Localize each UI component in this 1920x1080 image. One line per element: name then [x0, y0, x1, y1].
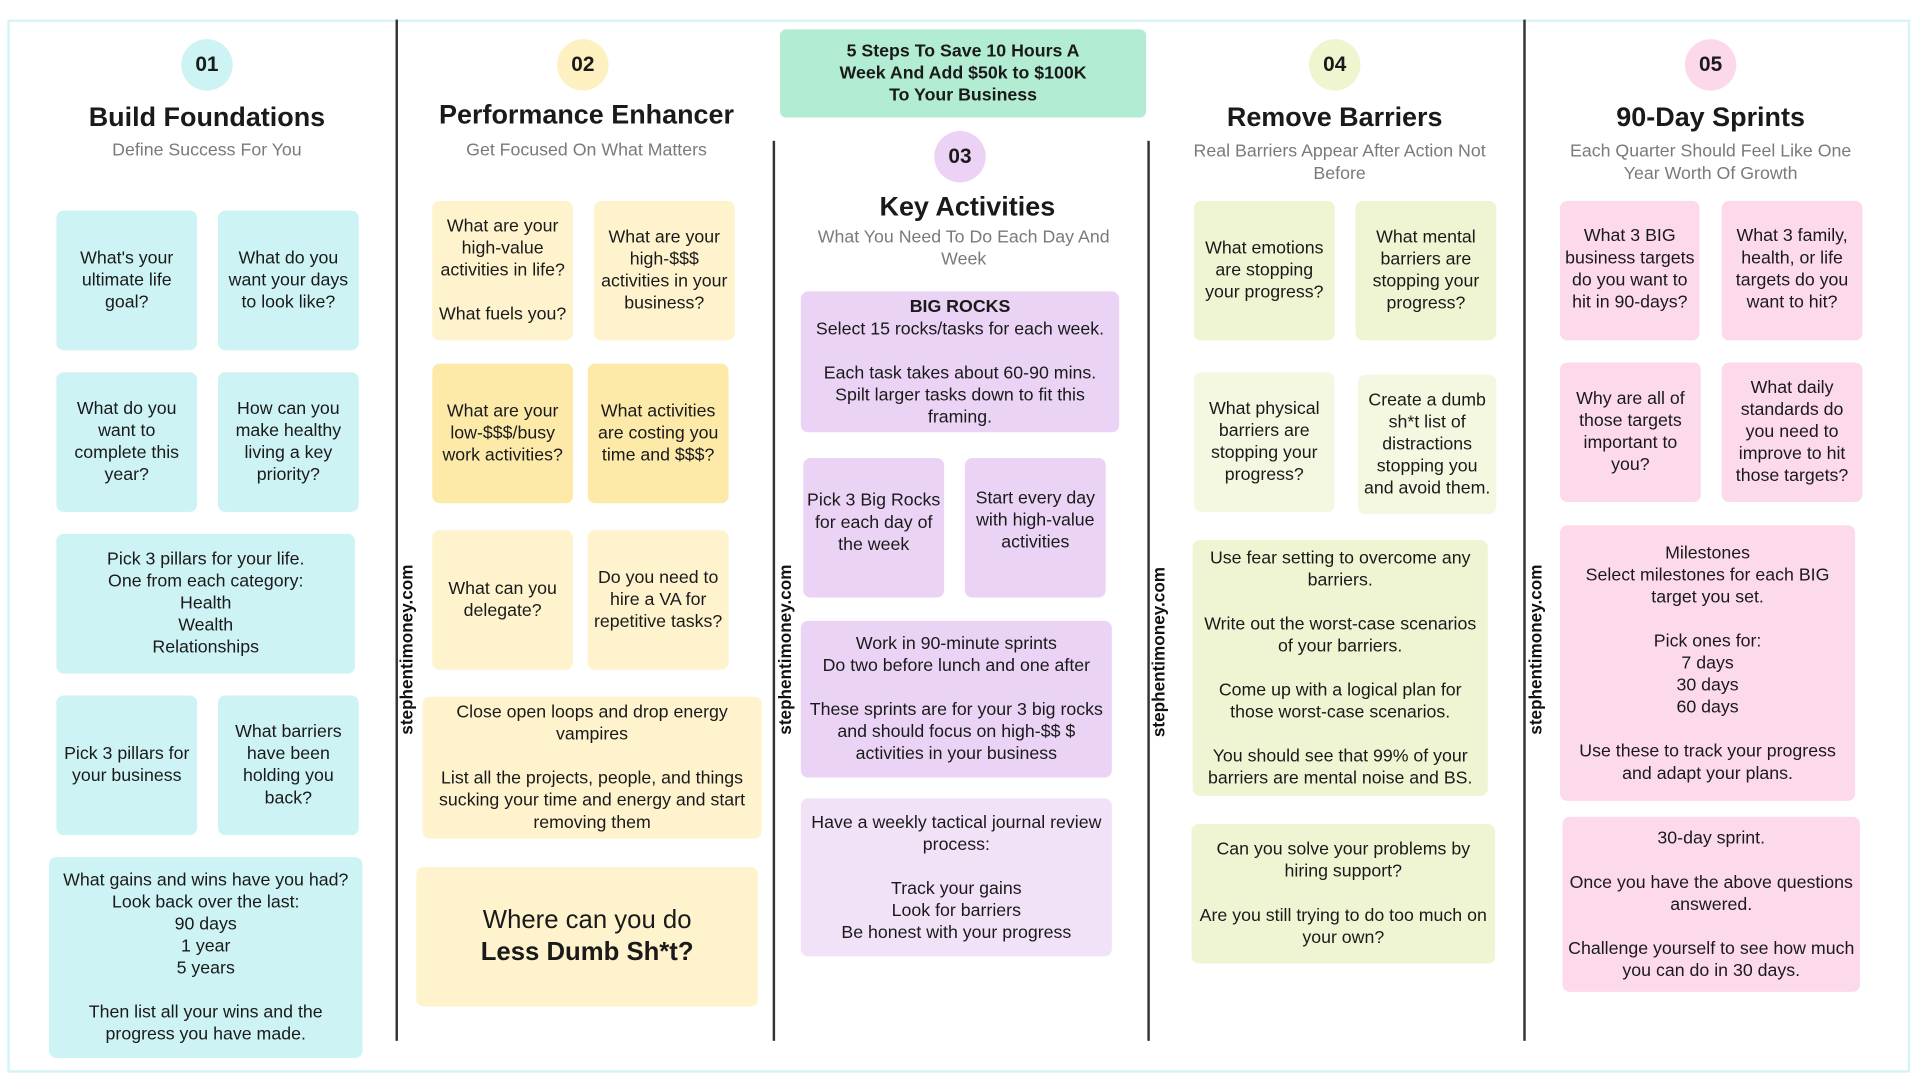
card: How can you make healthy living a key pr… [217, 372, 359, 512]
step-number-badge: 04 [1308, 39, 1361, 91]
callout-emphasis: Less Dumb Sh*t? [480, 937, 694, 967]
column-title: 90-Day Sprints [1616, 101, 1805, 133]
column-title: Remove Barriers [1226, 101, 1443, 133]
watermark: stephentimoney.com [1525, 564, 1546, 735]
card: Create a dumb sh*t list of distractions … [1357, 374, 1497, 515]
step-number-badge: 03 [934, 131, 986, 183]
step-number-badge: 01 [181, 39, 233, 91]
card: What mental barriers are stopping your p… [1355, 200, 1497, 341]
card: What are your low-$$$/busy work activiti… [432, 363, 574, 504]
callout-line: Where can you do [482, 906, 692, 935]
card: What can you delegate? [432, 530, 574, 670]
watermark: stephentimoney.com [775, 564, 795, 735]
card: What are your high-$$$ activities in you… [593, 200, 735, 341]
column-subtitle: What You Need To Do Each Day And Week [817, 227, 1110, 270]
divider [1147, 140, 1150, 1041]
card: Why are all of those targets important t… [1560, 362, 1701, 503]
divider [1523, 19, 1526, 1041]
card: Can you solve your problems by hiring su… [1191, 824, 1496, 964]
card: What physical barriers are stopping your… [1193, 372, 1335, 512]
card: Pick 3 pillars for your life. One from e… [56, 533, 356, 674]
watermark: stephentimoney.com [1148, 566, 1169, 738]
card: Use fear setting to overcome any barrier… [1192, 540, 1488, 796]
card-heading: BIG ROCKS [909, 297, 1011, 318]
card: 30-day sprint. Once you have the above q… [1562, 816, 1861, 992]
column-subtitle: Each Quarter Should Feel Like One Year W… [1569, 142, 1852, 184]
column-title: Key Activities [879, 191, 1056, 222]
divider [772, 140, 775, 1041]
card: What activities are costing you time and… [587, 363, 729, 504]
card: What's your ultimate life goal? [56, 210, 198, 351]
card: What gains and wins have you had? Look b… [48, 857, 363, 1058]
column-subtitle: Define Success For You [112, 140, 302, 161]
step-number-badge: 02 [557, 39, 609, 91]
card-body: Select 15 rocks/tasks for each week. Eac… [815, 319, 1105, 428]
card: Milestones Select milestones for each BI… [1560, 525, 1856, 801]
card: What do you want your days to look like? [217, 210, 359, 351]
column-subtitle: Get Focused On What Matters [466, 140, 707, 161]
divider [395, 19, 398, 1041]
card: What 3 BIG business targets do you want … [1560, 200, 1700, 341]
big-rocks-card: BIG ROCKS Select 15 rocks/tasks for each… [800, 291, 1120, 433]
watermark: stephentimoney.com [396, 564, 417, 735]
main-title-banner: 5 Steps To Save 10 Hours A Week And Add … [780, 29, 1147, 118]
card: Start every day with high-value activiti… [964, 457, 1106, 598]
card: Have a weekly tactical journal review pr… [800, 798, 1112, 957]
card: Close open loops and drop energy vampire… [422, 696, 762, 839]
step-number-badge: 05 [1684, 39, 1737, 91]
card: Do you need to hire a VA for repetitive … [587, 530, 729, 670]
card: Work in 90-minute sprints Do two before … [800, 620, 1112, 778]
column-title: Performance Enhancer [439, 99, 735, 130]
column-subtitle: Real Barriers Appear After Action Not Be… [1193, 142, 1486, 184]
callout-card: Where can you do Less Dumb Sh*t? [416, 866, 758, 1007]
card: What barriers have been holding you back… [217, 695, 359, 836]
column-title: Build Foundations [88, 101, 326, 133]
card: What daily standards do you need to impr… [1721, 362, 1863, 503]
card: Pick 3 Big Rocks for each day of the wee… [803, 457, 945, 598]
frame-border [7, 19, 1911, 1073]
card: What emotions are stopping your progress… [1193, 200, 1335, 341]
card: What are your high-value activities in l… [432, 200, 574, 341]
card: Pick 3 pillars for your business [56, 695, 198, 836]
card: What do you want to complete this year? [56, 372, 198, 512]
card: What 3 family, health, or life targets d… [1721, 200, 1863, 341]
